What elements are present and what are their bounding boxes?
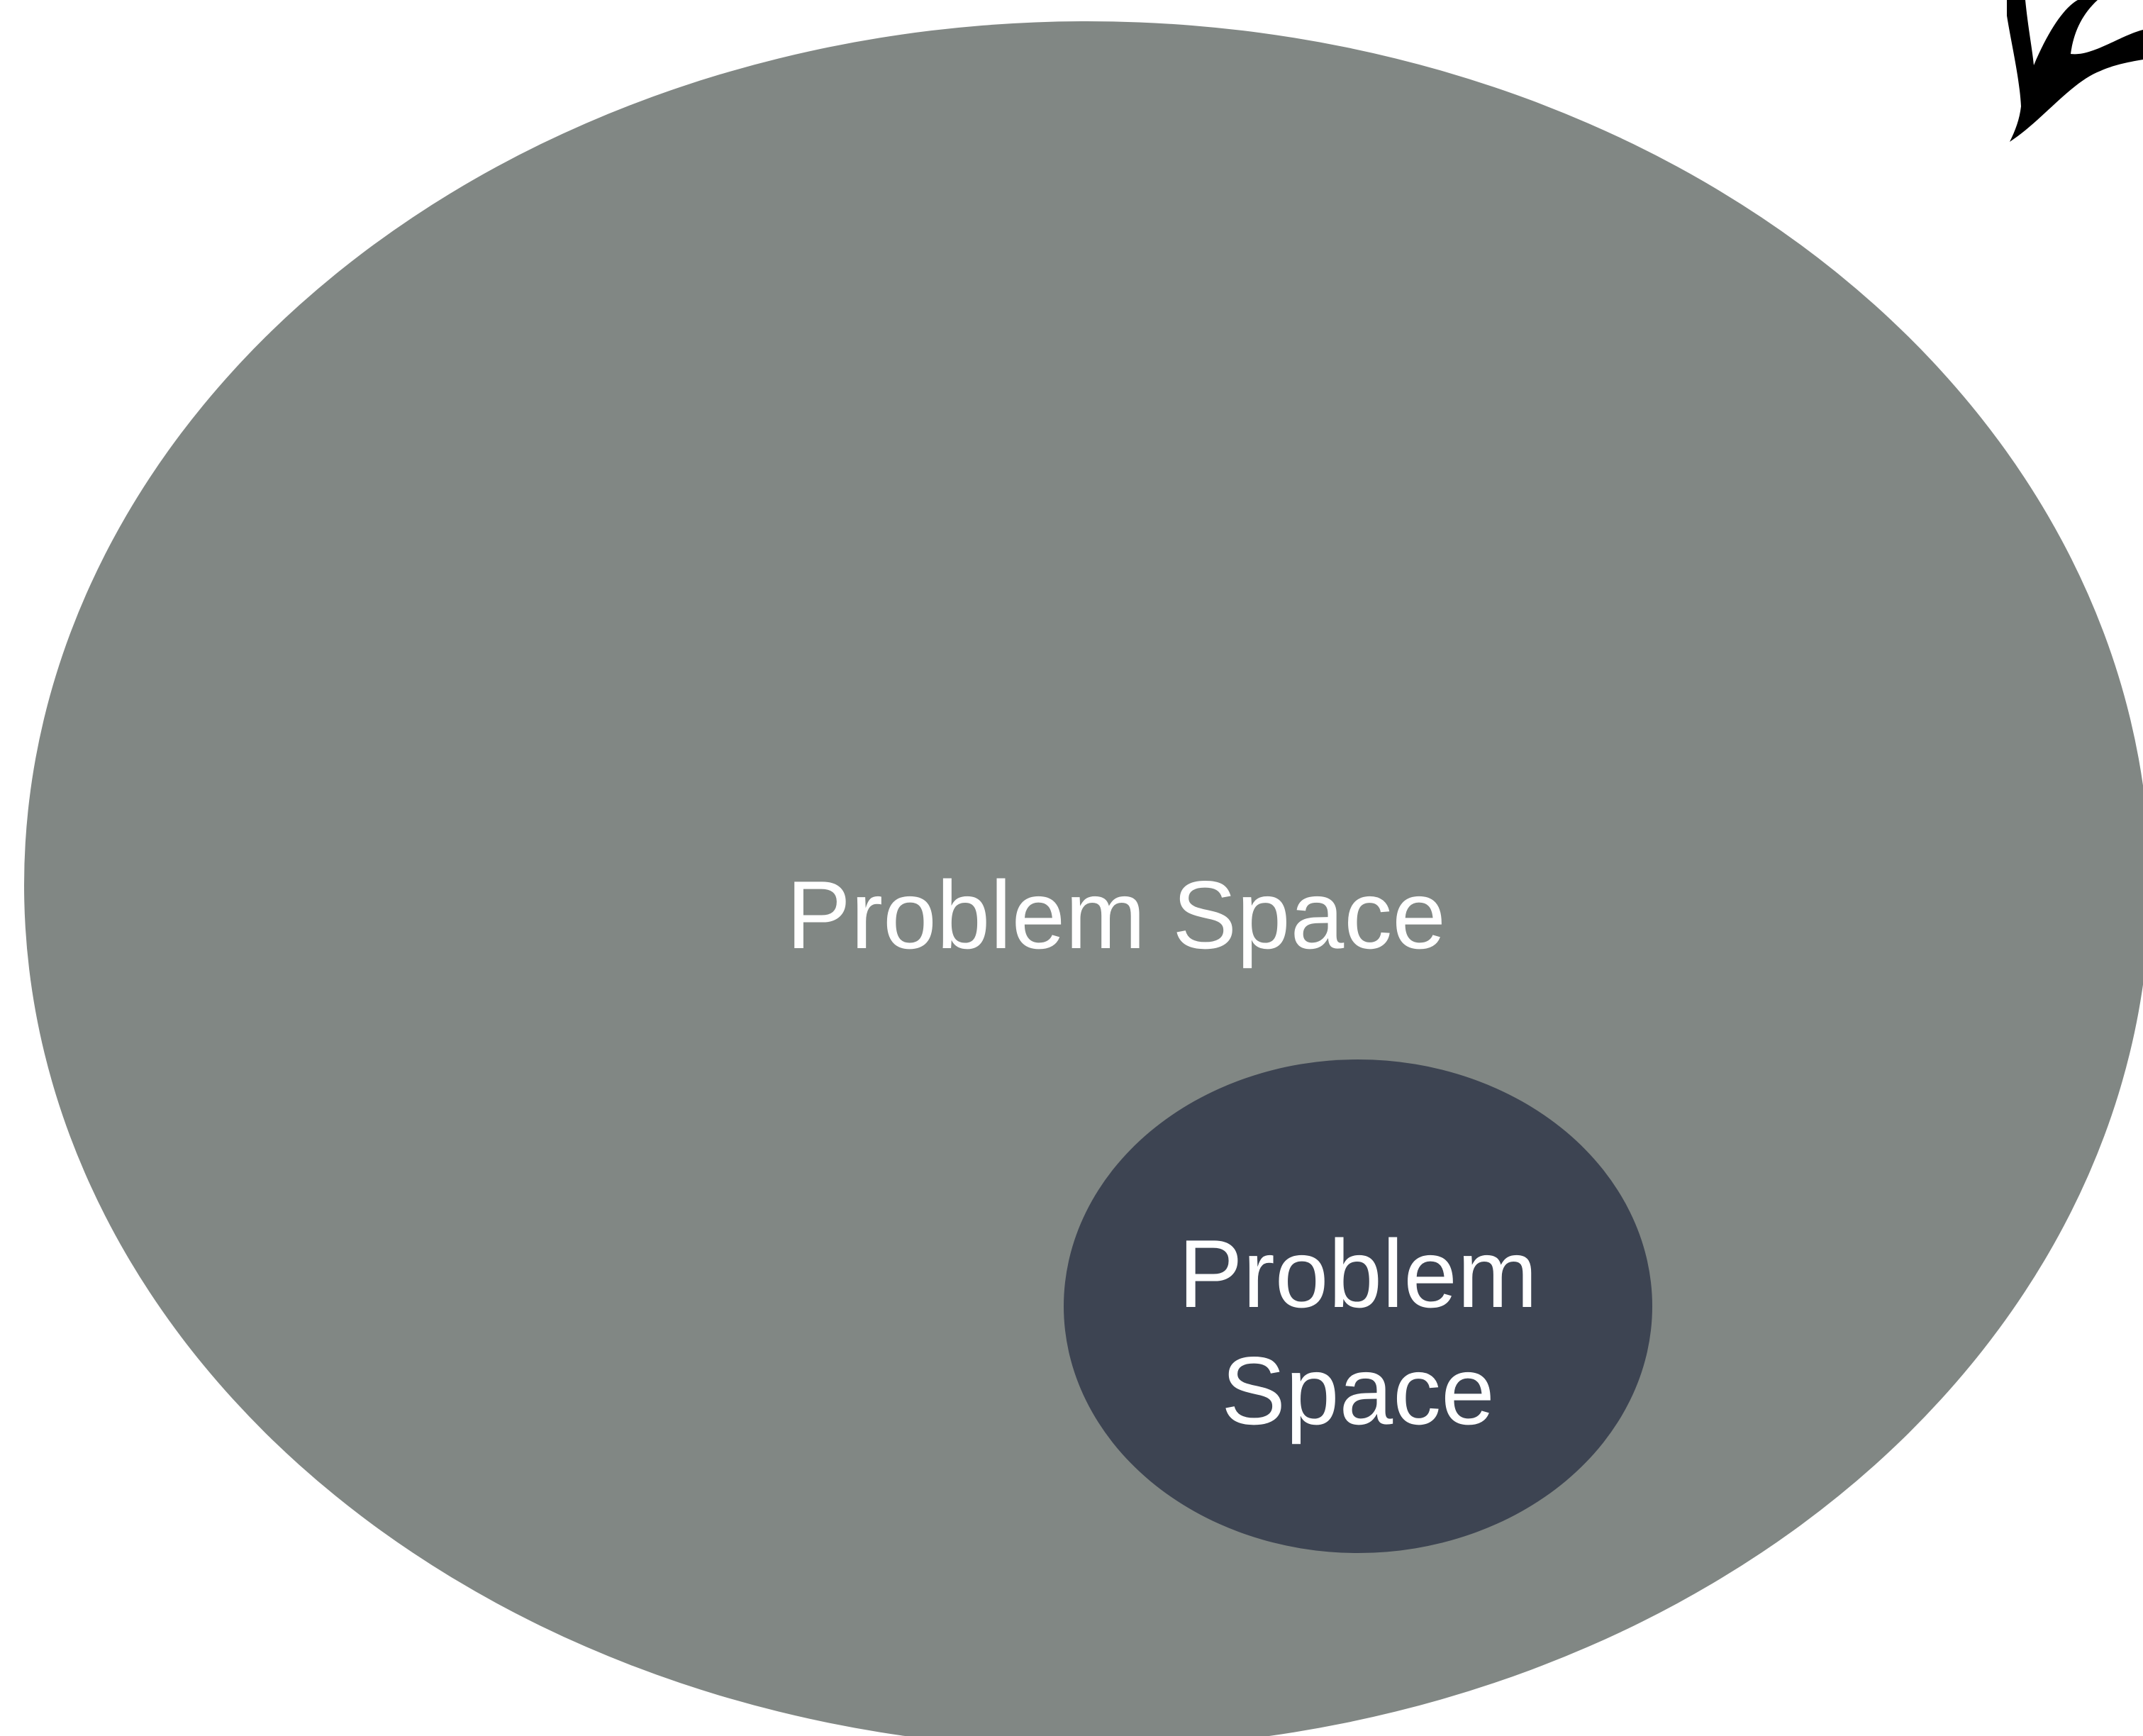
inner-problem-space-label-line1: Problem — [1179, 1220, 1537, 1328]
outer-problem-space-label: Problem Space — [786, 861, 1446, 969]
inner-problem-space-label-line2: Space — [1221, 1337, 1495, 1445]
brush-stroke-icon — [2007, 0, 2143, 142]
